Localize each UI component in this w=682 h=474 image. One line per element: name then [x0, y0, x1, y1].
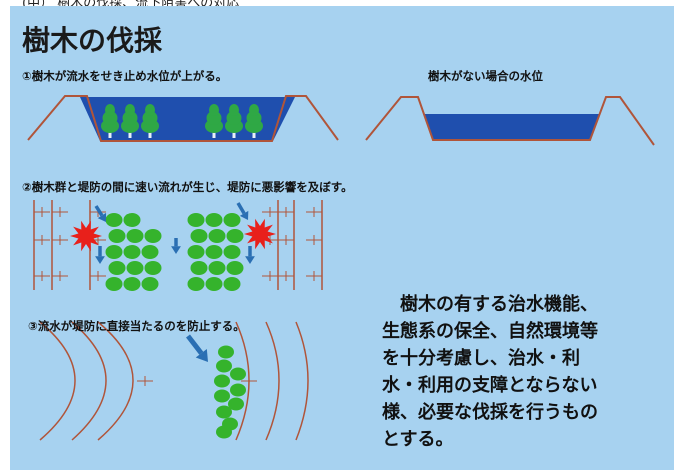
vegetation-patch-icon — [141, 277, 159, 291]
tree-icon — [121, 104, 139, 138]
vegetation-patch-icon — [190, 229, 208, 243]
vegetation-patch-icon — [144, 229, 162, 243]
tree-group-plan — [105, 213, 244, 291]
curved-levee-line — [97, 321, 153, 441]
flow-arrows — [94, 202, 255, 264]
tree-icon — [141, 104, 159, 138]
tree-group — [101, 104, 263, 138]
vegetation-patch-icon — [214, 389, 230, 403]
vegetation-patch-icon — [144, 261, 162, 275]
vegetation-patch-icon — [123, 277, 141, 291]
vegetation-patch-icon — [230, 383, 246, 397]
flow-arrow-icon — [95, 246, 105, 264]
cross-section-without-trees — [365, 96, 655, 146]
cross-section-with-trees — [27, 95, 339, 142]
vegetation-patch-icon — [216, 405, 232, 419]
curved-levee-line — [295, 321, 309, 441]
vegetation-patch-icon — [223, 277, 241, 291]
vegetation-patch-icon — [126, 229, 144, 243]
impact-burst-icon — [70, 220, 102, 252]
vegetation-patch-icon — [108, 261, 126, 275]
curved-levee-lines — [39, 321, 309, 441]
curved-levee-line — [235, 321, 257, 441]
impact-burst-icon — [244, 218, 276, 250]
vegetation-patch-icon — [208, 229, 226, 243]
tree-icon — [101, 104, 119, 138]
levee-profile-left-section — [27, 95, 339, 142]
vegetation-patch-icon — [223, 245, 241, 259]
levee-line — [33, 200, 50, 290]
tree-group-bend — [214, 345, 246, 439]
impact-bursts — [70, 218, 276, 252]
levee-line — [51, 200, 68, 290]
direct-flow-arrow — [186, 334, 208, 362]
curved-levee-line — [71, 321, 107, 441]
vegetation-patch-icon — [105, 213, 123, 227]
levee-line — [262, 200, 279, 290]
vegetation-patch-icon — [126, 261, 144, 275]
vegetation-patch-icon — [187, 277, 205, 291]
tree-icon — [245, 104, 263, 138]
vegetation-patch-icon — [187, 245, 205, 259]
levee-profile-right-section — [365, 96, 655, 146]
vegetation-patch-icon — [226, 229, 244, 243]
flow-arrow-icon — [236, 202, 249, 220]
vegetation-patch-icon — [226, 261, 244, 275]
levee-lines-plan — [33, 200, 323, 290]
flow-arrow-icon — [186, 334, 208, 362]
levee-line — [278, 200, 295, 290]
normal-water-body — [424, 114, 600, 139]
vegetation-patch-icon — [187, 213, 205, 227]
flow-arrow-icon — [94, 205, 107, 222]
vegetation-patch-icon — [218, 345, 234, 359]
policy-paragraph: 樹木の有する治水機能、 生態系の保全、自然環境等 を十分考慮し、治水・利 水・利… — [382, 294, 598, 450]
curved-levee-line — [265, 321, 280, 441]
flow-arrow-icon — [171, 238, 181, 254]
vegetation-patch-icon — [105, 245, 123, 259]
vegetation-patch-icon — [205, 213, 223, 227]
vegetation-patch-icon — [214, 374, 230, 388]
vegetation-patch-icon — [123, 213, 141, 227]
vegetation-patch-icon — [108, 229, 126, 243]
tree-icon — [225, 104, 243, 138]
levee-line — [306, 200, 323, 290]
vegetation-patch-icon — [216, 359, 232, 373]
caption-without-trees: 樹木がない場合の水位 — [428, 69, 543, 83]
curved-levee-line — [39, 321, 76, 441]
vegetation-patch-icon — [205, 245, 223, 259]
caption-with-trees: ①樹木が流水をせき止め水位が上がる。 — [22, 69, 228, 83]
previous-header-text: (中） 樹木の伐採、流下阻害への対応 — [22, 0, 239, 11]
vegetation-patch-icon — [230, 367, 246, 381]
plan-view-curve — [39, 321, 309, 441]
slide-title: 樹木の伐採 — [22, 24, 163, 57]
vegetation-patch-icon — [105, 277, 123, 291]
vegetation-patch-icon — [208, 261, 226, 275]
vegetation-patch-icon — [141, 245, 159, 259]
caption-direct-hit: ③流水が堤防に直接当たるのを防止する。 — [28, 319, 245, 333]
plan-view-fast-flow — [33, 200, 323, 291]
vegetation-patch-icon — [123, 245, 141, 259]
caption-fast-flow: ②樹木群と堤防の間に速い流れが生じ、堤防に悪影響を及ぼす。 — [22, 180, 353, 194]
flow-arrow-icon — [245, 246, 255, 264]
vegetation-patch-icon — [190, 261, 208, 275]
vegetation-patch-icon — [205, 277, 223, 291]
vegetation-patch-icon — [223, 213, 241, 227]
vegetation-patch-icon — [216, 425, 232, 439]
tree-icon — [205, 104, 223, 138]
vegetation-patch-icon — [228, 397, 244, 411]
